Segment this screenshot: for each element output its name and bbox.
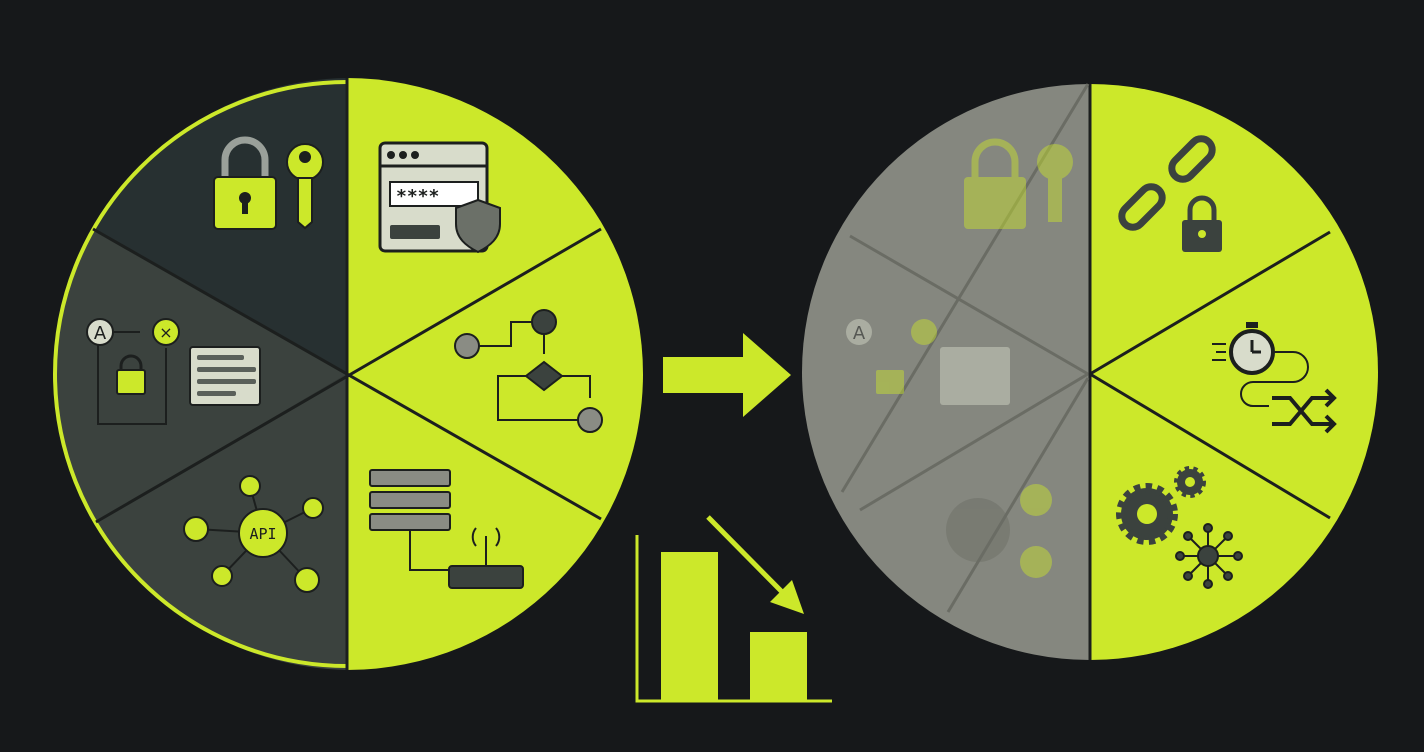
api-network-icon: API (183, 475, 324, 593)
faded-auth-node-label: A (853, 323, 866, 344)
auth-flow-icon: A × (86, 318, 180, 425)
padlock-icon-right (1182, 195, 1222, 252)
broken-chain-icon (1118, 135, 1216, 231)
gears-icon (1116, 466, 1206, 545)
right-circle: A (802, 83, 1378, 660)
router-icon (448, 527, 524, 589)
chat-bubble-icon (189, 346, 261, 406)
auth-node-label: A (94, 323, 107, 344)
left-circle: **** A × (53, 78, 643, 670)
padlock-icon (213, 136, 277, 230)
faded-half (802, 84, 1090, 660)
stopwatch-icon (1212, 322, 1309, 407)
password-mask: **** (396, 186, 439, 207)
network-node-icon (1175, 523, 1243, 589)
shield-check-icon (455, 198, 501, 254)
api-label: API (249, 525, 276, 543)
shuffle-icon (1272, 388, 1337, 434)
login-window-icon: **** (378, 141, 489, 253)
key-icon (286, 143, 324, 230)
faded-icons: A (846, 138, 1073, 578)
accent-half (1090, 84, 1378, 660)
flowchart-icon (454, 309, 603, 433)
arrow-right-icon (663, 333, 791, 417)
svg-text:×: × (159, 323, 172, 342)
declining-bar-chart-icon (635, 515, 832, 703)
server-rack-icon (369, 469, 451, 571)
